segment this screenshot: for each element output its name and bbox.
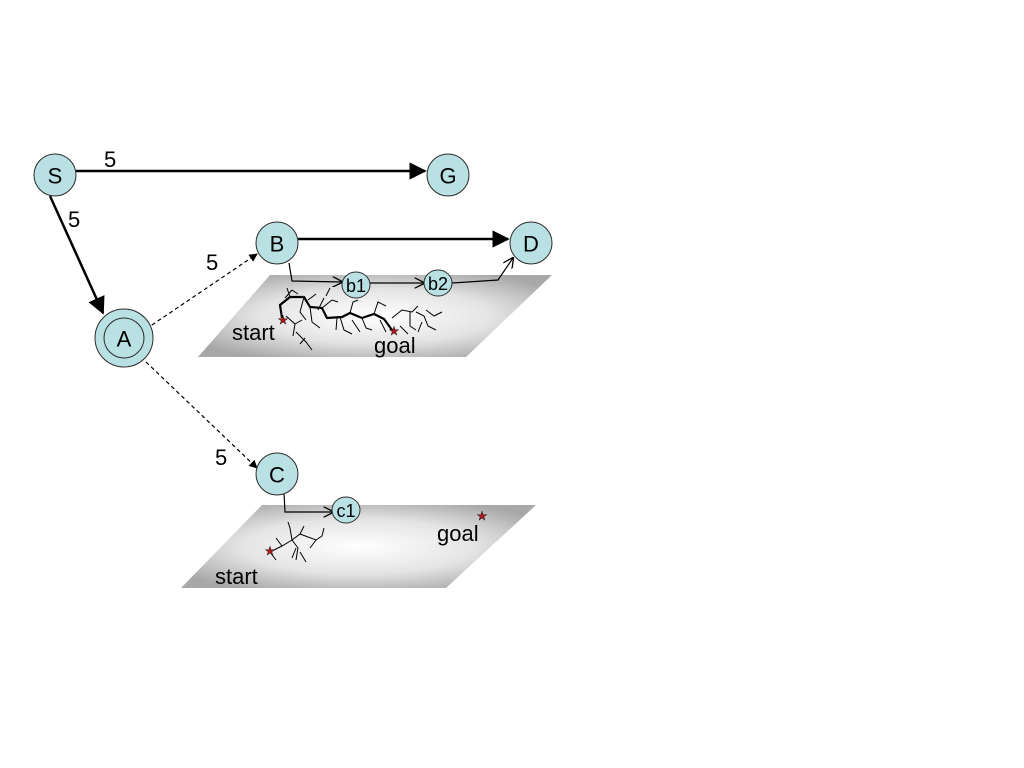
svg-text:B: B <box>270 232 285 257</box>
plane-b-goal-label: goal <box>374 333 416 358</box>
weight-a-c: 5 <box>215 445 227 470</box>
node-c1: c1 <box>331 496 361 524</box>
weight-s-g: 5 <box>104 147 116 172</box>
node-c: C <box>255 452 299 496</box>
svg-text:b1: b1 <box>346 276 366 296</box>
edge-c-c1 <box>283 492 333 512</box>
svg-text:D: D <box>523 232 539 257</box>
goal-marker-c: ★ <box>477 509 488 523</box>
edge-a-b <box>145 253 258 330</box>
node-b: B <box>255 221 299 265</box>
node-b1: b1 <box>341 271 371 299</box>
edge-b2-d <box>451 258 513 284</box>
edge-b-b1 <box>288 262 342 282</box>
weight-s-a: 5 <box>68 207 80 232</box>
node-b2: b2 <box>423 269 453 297</box>
edge-a-c <box>145 361 258 469</box>
search-tree-c <box>269 521 325 563</box>
svg-text:S: S <box>48 164 63 189</box>
plane-c-start-label: start <box>215 564 258 589</box>
plane-b-start-label: start <box>232 320 275 345</box>
search-tree-b <box>278 287 443 351</box>
edge-s-a <box>48 195 105 315</box>
plane-c <box>181 505 536 588</box>
svg-text:C: C <box>269 463 285 488</box>
node-a: A <box>94 308 154 368</box>
plane-b <box>198 275 552 357</box>
svg-text:c1: c1 <box>336 501 355 521</box>
weight-a-b: 5 <box>206 250 218 275</box>
node-g: G <box>426 153 470 197</box>
svg-text:G: G <box>439 164 456 189</box>
node-d: D <box>509 221 553 265</box>
start-marker-c: ★ <box>265 544 276 558</box>
plane-c-goal-label: goal <box>437 521 479 546</box>
svg-text:A: A <box>117 327 132 352</box>
start-marker-b: ★ <box>278 313 289 327</box>
svg-text:b2: b2 <box>428 274 448 294</box>
node-s: S <box>33 153 77 197</box>
goal-marker-b: ★ <box>389 324 400 338</box>
